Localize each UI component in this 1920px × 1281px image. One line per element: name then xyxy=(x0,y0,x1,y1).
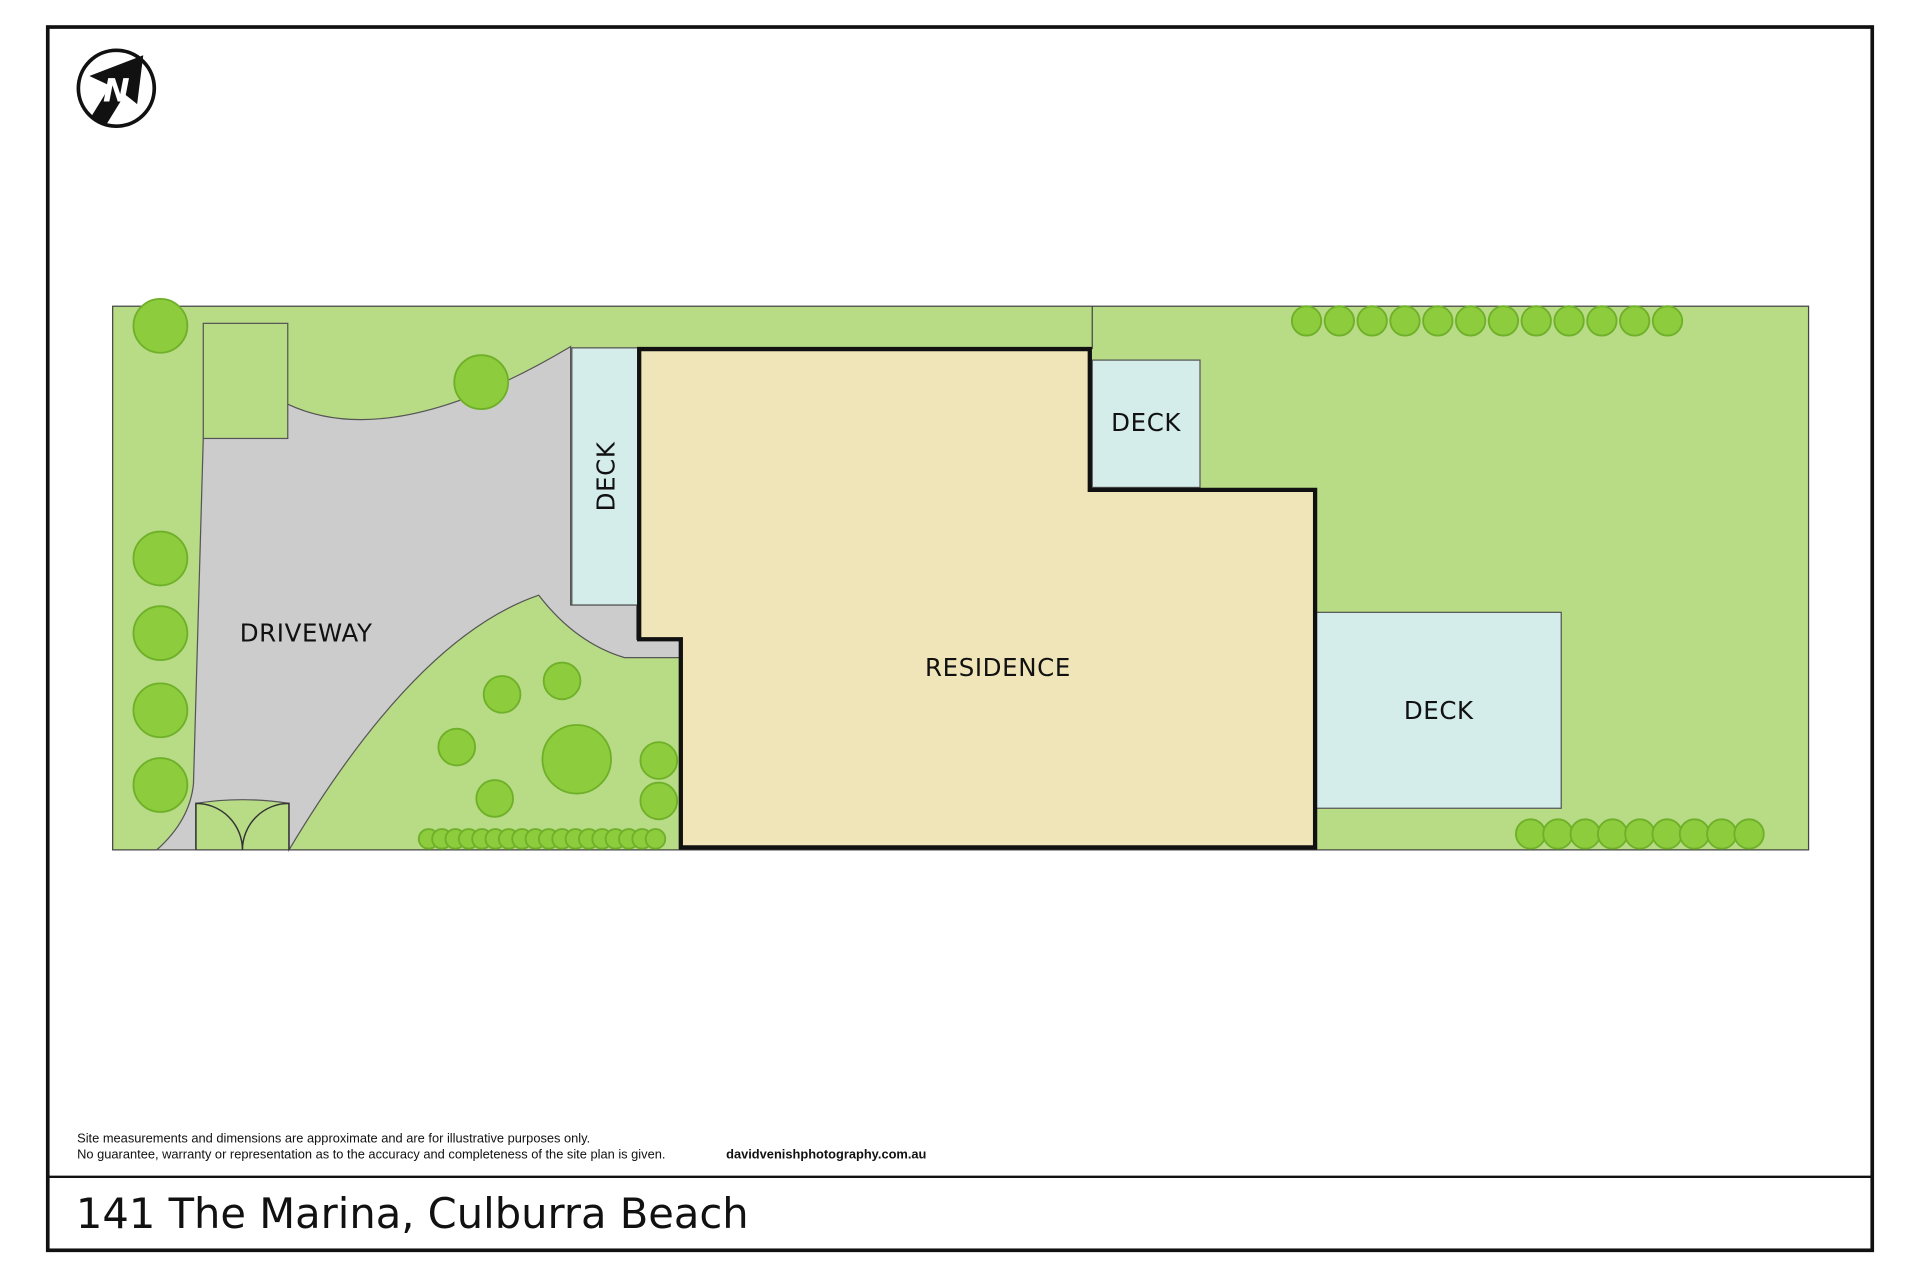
tree-icon xyxy=(1678,818,1711,850)
tree-icon xyxy=(1586,305,1618,337)
disclaimer-line-1: Site measurements and dimensions are app… xyxy=(77,1131,590,1146)
tree-icon xyxy=(639,741,679,780)
tree-icon xyxy=(132,682,189,739)
tree-icon xyxy=(1389,305,1421,337)
tree-icon xyxy=(542,661,582,701)
tree-icon xyxy=(132,297,189,354)
tree-icon xyxy=(1651,305,1684,337)
tree-icon xyxy=(1323,305,1355,337)
tree-icon xyxy=(1455,305,1487,337)
deck-rear xyxy=(1315,611,1562,809)
tree-icon xyxy=(1733,818,1765,850)
tree-icon xyxy=(132,530,189,587)
driveway-label: DRIVEWAY xyxy=(240,619,373,648)
residence-label: RESIDENCE xyxy=(925,653,1071,682)
tree-icon xyxy=(644,828,667,850)
tree-icon xyxy=(541,724,612,795)
tree-icon xyxy=(1290,305,1323,337)
tree-icon xyxy=(639,781,679,821)
north-compass-icon: N xyxy=(76,48,157,129)
tree-icon xyxy=(1619,305,1651,337)
deck-top-label: DECK xyxy=(1111,408,1181,437)
tree-icon xyxy=(1569,818,1601,850)
garden-bed xyxy=(202,322,289,440)
gate-icon xyxy=(195,802,290,850)
website-link[interactable]: davidvenishphotography.com.au xyxy=(726,1146,926,1161)
disclaimer-line-2: No guarantee, warranty or representation… xyxy=(77,1146,665,1161)
property-address: 141 The Marina, Culburra Beach xyxy=(76,1189,749,1238)
tree-icon xyxy=(437,727,477,767)
tree-icon xyxy=(475,779,514,818)
tree-icon xyxy=(1520,305,1552,337)
tree-icon xyxy=(1553,305,1585,337)
tree-icon xyxy=(453,354,510,410)
svg-text:N: N xyxy=(103,72,130,110)
tree-icon xyxy=(482,675,522,714)
tree-icon xyxy=(1542,818,1574,850)
tree-icon xyxy=(1356,305,1388,337)
tree-icon xyxy=(1422,305,1454,337)
deck-side-label: DECK xyxy=(592,441,621,511)
tree-icon xyxy=(1624,818,1656,850)
tree-icon xyxy=(1651,818,1683,850)
deck-rear-label: DECK xyxy=(1404,696,1474,725)
tree-icon xyxy=(1487,305,1520,337)
tree-icon xyxy=(1515,818,1547,850)
tree-icon xyxy=(1596,818,1629,850)
residence xyxy=(637,346,1318,850)
tree-icon xyxy=(1706,818,1738,850)
tree-icon xyxy=(132,605,189,662)
deck-top xyxy=(1091,359,1201,489)
tree-icon xyxy=(132,757,189,813)
trees xyxy=(132,297,1765,850)
